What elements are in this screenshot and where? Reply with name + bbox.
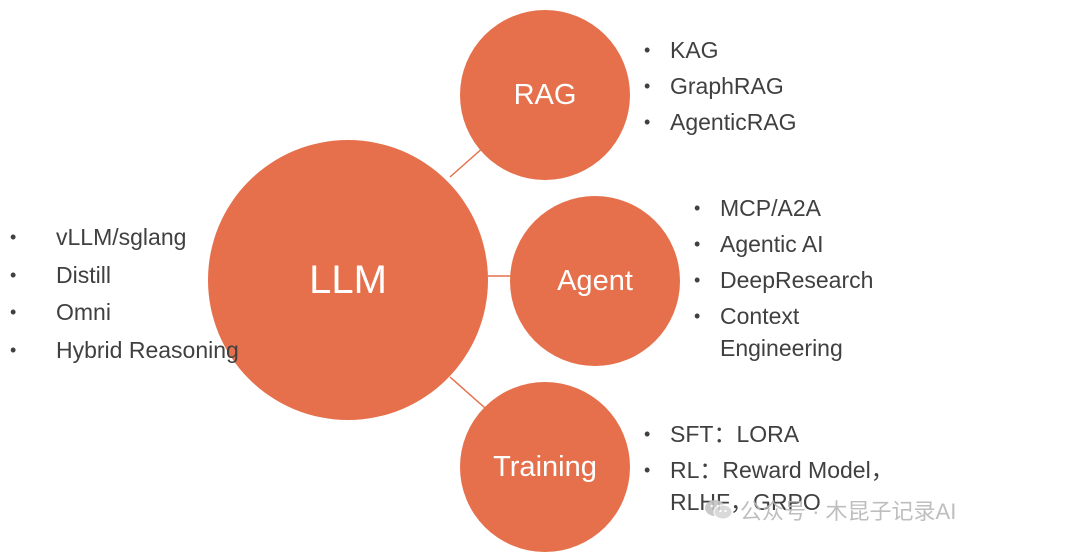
list-item: Omni <box>10 296 239 328</box>
list-item: Agentic AI <box>694 228 900 260</box>
wechat-icon <box>705 500 733 520</box>
list-item: Hybrid Reasoning <box>10 334 239 366</box>
list-item: Distill <box>10 259 239 291</box>
rag-items-list: KAG GraphRAG AgenticRAG <box>644 34 797 142</box>
list-item: KAG <box>644 34 797 66</box>
agent-node-label: Agent <box>557 264 633 297</box>
list-item: GraphRAG <box>644 70 797 102</box>
list-item: vLLM/sglang <box>10 221 239 253</box>
list-item: AgenticRAG <box>644 106 797 138</box>
watermark: 公众号 · 木昆子记录AI <box>704 494 956 526</box>
llm-node-label: LLM <box>309 257 387 302</box>
connector-llm-training <box>449 376 486 409</box>
list-item: RL：Reward Model，RLHF，GRPO <box>644 454 940 518</box>
agent-items-list: MCP/A2A Agentic AI DeepResearch Context … <box>694 192 900 368</box>
watermark-text: 公众号 · 木昆子记录AI <box>740 499 957 524</box>
connector-llm-rag <box>449 145 486 178</box>
llm-node: LLM <box>208 140 488 420</box>
llm-items-list: vLLM/sglang Distill Omni Hybrid Reasonin… <box>10 221 239 371</box>
training-node-label: Training <box>493 450 597 483</box>
agent-node: Agent <box>510 196 680 366</box>
list-item: DeepResearch <box>694 264 900 296</box>
training-node: Training <box>460 382 630 552</box>
list-item: SFT：LORA <box>644 418 940 450</box>
rag-node-label: RAG <box>513 78 577 111</box>
list-item: MCP/A2A <box>694 192 900 224</box>
training-items-list: SFT：LORA RL：Reward Model，RLHF，GRPO <box>644 418 940 522</box>
list-item: Context Engineering <box>694 300 900 364</box>
rag-node: RAG <box>460 10 630 180</box>
